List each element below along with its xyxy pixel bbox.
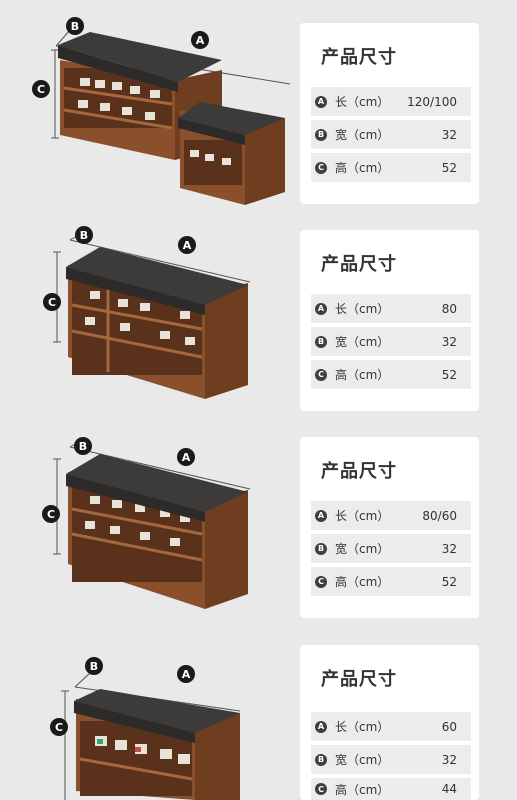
spec-value: 80 [441, 301, 457, 316]
marker-c-label-1: C [37, 83, 45, 96]
badge-b: B [315, 542, 327, 555]
spec-value: 120/100 [407, 94, 457, 109]
spec-section-2: A B C 产品尺寸 A 长（cm） 80 B 宽（cm） 32 C 高（cm）… [0, 207, 517, 414]
spec-value: 32 [441, 541, 457, 556]
badge-a: A [315, 509, 327, 522]
spec-row-height: C 高（cm） 52 [311, 360, 471, 389]
spec-section-3: A B C 产品尺寸 A 长（cm） 80/60 B 宽（cm） 32 C 高（… [0, 414, 517, 621]
spec-card-2: 产品尺寸 A 长（cm） 80 B 宽（cm） 32 C 高（cm） 52 [300, 230, 479, 411]
marker-c-label-2: C [48, 296, 56, 309]
badge-c: C [315, 783, 327, 795]
spec-label: 高（cm） [335, 161, 390, 175]
marker-a-label-1: A [196, 34, 205, 47]
marker-a-label-3: A [182, 451, 191, 464]
badge-c: C [315, 575, 327, 588]
spec-value: 32 [441, 334, 457, 349]
spec-row-length: A 长（cm） 60 [311, 712, 471, 741]
marker-c-label-4: C [55, 721, 63, 734]
shoe-bench-illustration-4: A B C [50, 657, 241, 800]
card-title: 产品尺寸 [321, 669, 397, 690]
marker-a-label-2: A [183, 239, 192, 252]
spec-label: 长（cm） [335, 720, 390, 734]
badge-a: A [315, 720, 327, 733]
spec-value: 52 [441, 574, 457, 589]
marker-c-4 [50, 718, 68, 736]
marker-c-2 [43, 293, 61, 311]
spec-row-length: A 长（cm） 80/60 [311, 501, 471, 530]
spec-section-1: A B C 产品尺寸 A 长（cm） 120/100 B 宽（cm） 32 C … [0, 0, 517, 207]
spec-label: 高（cm） [335, 575, 390, 589]
badge-b: B [315, 335, 327, 348]
spec-row-width: B 宽（cm） 32 [311, 534, 471, 563]
spec-card-4: 产品尺寸 A 长（cm） 60 B 宽（cm） 32 C 高（cm） 44 [300, 645, 479, 800]
spec-label: 长（cm） [335, 302, 390, 316]
badge-b: B [315, 753, 327, 766]
badge-c: C [315, 368, 327, 381]
spec-row-width: B 宽（cm） 32 [311, 120, 471, 149]
marker-b-label-1: B [71, 20, 79, 33]
spec-value: 32 [441, 127, 457, 142]
spec-value: 60 [441, 719, 457, 734]
marker-a-label-4: A [182, 668, 191, 681]
marker-b-label-3: B [79, 440, 87, 453]
marker-b-label-2: B [80, 229, 88, 242]
spec-value: 80/60 [422, 508, 457, 523]
marker-b-2 [75, 226, 93, 244]
marker-b-1 [66, 17, 84, 35]
badge-c: C [315, 161, 327, 174]
marker-b-4 [85, 657, 103, 675]
shoe-bench-illustration-1: A B C [32, 17, 291, 205]
spec-label: 长（cm） [335, 509, 390, 523]
spec-label: 宽（cm） [335, 753, 390, 767]
shoe-bench-illustration-3: A B C [42, 437, 251, 609]
spec-value: 44 [441, 782, 457, 796]
spec-row-height: C 高（cm） 52 [311, 153, 471, 182]
marker-a-1 [191, 31, 209, 49]
card-title: 产品尺寸 [321, 254, 397, 275]
marker-c-label-3: C [47, 508, 55, 521]
spec-row-width: B 宽（cm） 32 [311, 745, 471, 774]
spec-section-4: A B C 产品尺寸 A 长（cm） 60 B 宽（cm） 32 C 高（cm）… [0, 621, 517, 800]
card-title: 产品尺寸 [321, 461, 397, 482]
spec-label: 宽（cm） [335, 128, 390, 142]
badge-a: A [315, 95, 327, 108]
spec-row-width: B 宽（cm） 32 [311, 327, 471, 356]
marker-a-4 [177, 665, 195, 683]
marker-b-3 [74, 437, 92, 455]
marker-b-label-4: B [90, 660, 98, 673]
spec-value: 32 [441, 752, 457, 767]
spec-row-length: A 长（cm） 80 [311, 294, 471, 323]
spec-label: 长（cm） [335, 95, 390, 109]
spec-row-height: C 高（cm） 52 [311, 567, 471, 596]
marker-a-3 [177, 448, 195, 466]
spec-card-1: 产品尺寸 A 长（cm） 120/100 B 宽（cm） 32 C 高（cm） … [300, 23, 479, 204]
marker-c-3 [42, 505, 60, 523]
spec-row-length: A 长（cm） 120/100 [311, 87, 471, 116]
spec-value: 52 [441, 160, 457, 175]
marker-a-2 [178, 236, 196, 254]
spec-card-3: 产品尺寸 A 长（cm） 80/60 B 宽（cm） 32 C 高（cm） 52 [300, 437, 479, 618]
spec-label: 宽（cm） [335, 335, 390, 349]
badge-a: A [315, 302, 327, 315]
spec-label: 高（cm） [335, 782, 390, 797]
badge-b: B [315, 128, 327, 141]
spec-row-height: C 高（cm） 44 [311, 778, 471, 800]
spec-label: 宽（cm） [335, 542, 390, 556]
shoe-bench-illustration-2: A B C [43, 226, 251, 399]
spec-value: 52 [441, 367, 457, 382]
card-title: 产品尺寸 [321, 47, 397, 68]
spec-label: 高（cm） [335, 368, 390, 382]
marker-c-1 [32, 80, 50, 98]
